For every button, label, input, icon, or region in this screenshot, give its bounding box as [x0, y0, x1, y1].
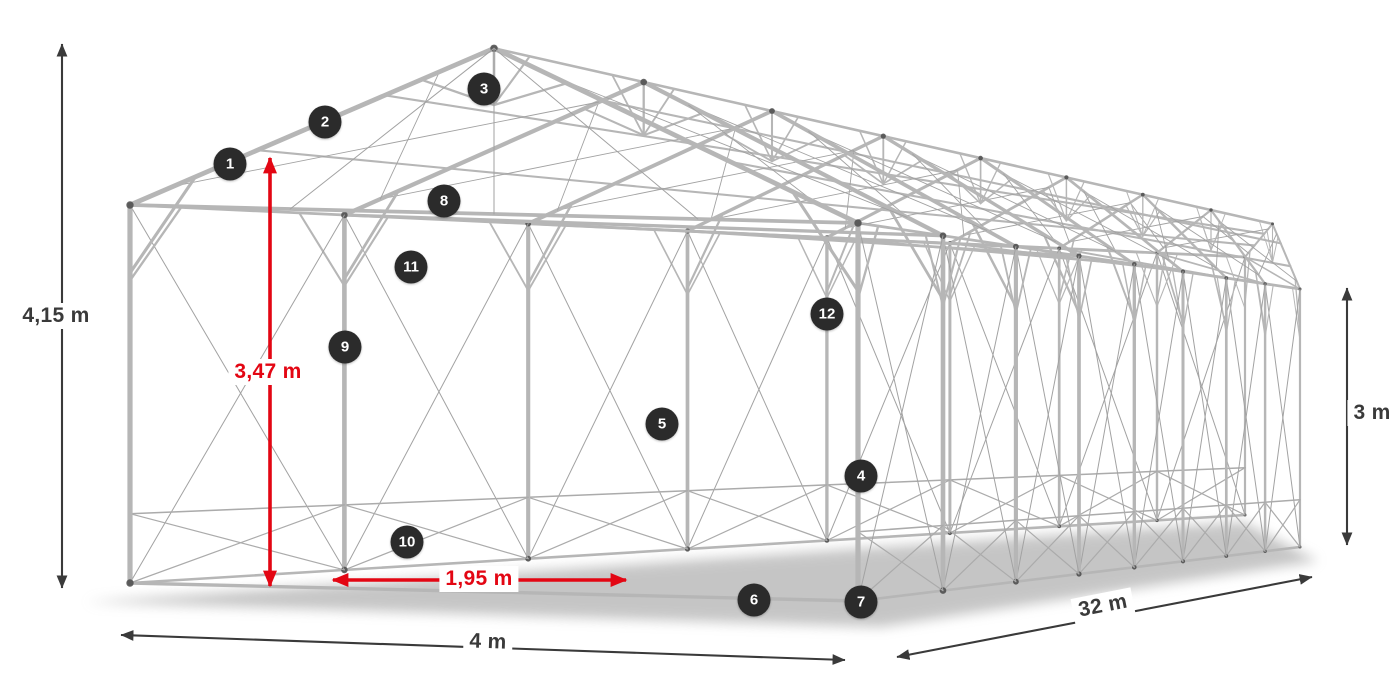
dimension-label-passage-height: 3,47 m [228, 359, 308, 385]
dimension-label-side-height: 3 m [1347, 400, 1397, 426]
steel-frame-structure [126, 44, 1302, 605]
callout-badge-4: 4 [844, 459, 878, 493]
callout-badge-1: 1 [213, 147, 247, 181]
dimension-label-width: 4 m [463, 628, 513, 656]
callout-badge-12: 12 [810, 297, 844, 331]
callout-badge-3: 3 [467, 72, 501, 106]
callout-badge-5: 5 [645, 407, 679, 441]
dimension-label-total-height: 4,15 m [16, 303, 96, 329]
callout-badge-2: 2 [308, 105, 342, 139]
callout-badge-8: 8 [427, 184, 461, 218]
callout-badge-9: 9 [328, 330, 362, 364]
dimension-label-passage-width: 1,95 m [439, 566, 519, 592]
callout-badge-6: 6 [737, 583, 771, 617]
callout-badge-11: 11 [394, 250, 428, 284]
callout-badge-7: 7 [844, 585, 878, 619]
callout-badge-10: 10 [390, 525, 424, 559]
